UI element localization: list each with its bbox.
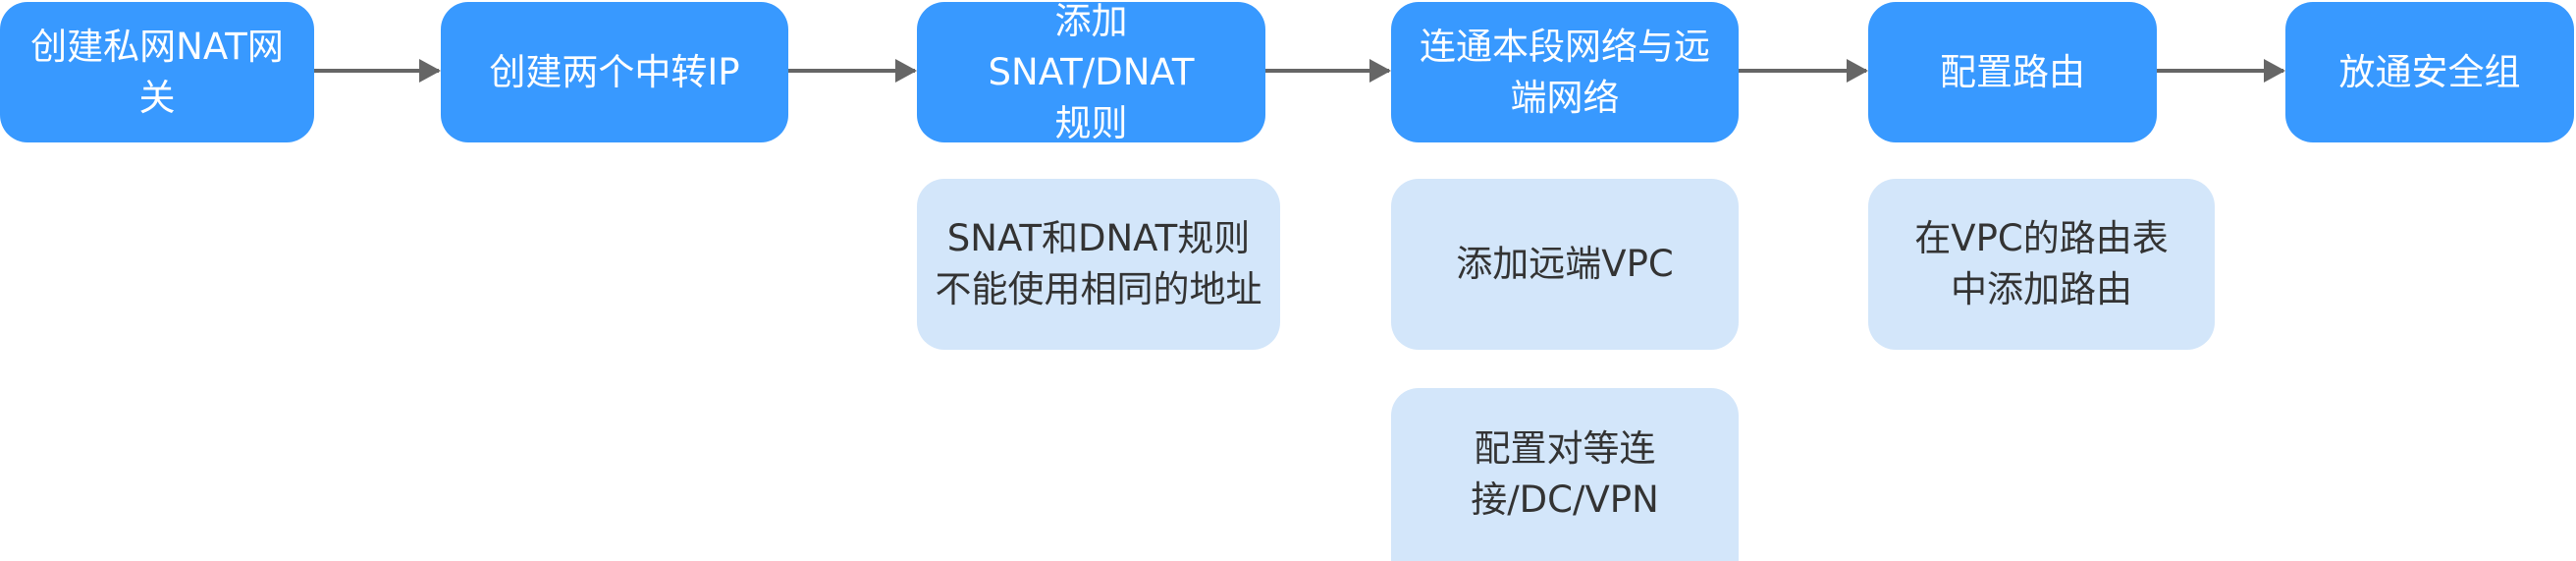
step-label: 连通本段网络与远端网络 <box>1420 25 1710 119</box>
arrow <box>1739 59 1868 83</box>
note-snat-dnat: SNAT和DNAT规则不能使用相同的地址 <box>917 179 1280 350</box>
step-allow-security-group: 放通安全组 <box>2285 2 2574 142</box>
step-label: 创建两个中转IP <box>489 50 740 93</box>
arrow <box>788 59 917 83</box>
note-text: 配置对等连接/DC/VPN <box>1471 427 1659 521</box>
step-connect-networks: 连通本段网络与远端网络 <box>1391 2 1739 142</box>
note-add-remote-vpc: 添加远端VPC <box>1391 179 1739 350</box>
step-label: 配置路由 <box>1940 50 2085 93</box>
step-create-transit-ips: 创建两个中转IP <box>441 2 788 142</box>
note-peering-dc-vpn: 配置对等连接/DC/VPN <box>1391 388 1739 561</box>
arrow <box>1265 59 1391 83</box>
step-label: 创建私网NAT网关 <box>30 25 284 119</box>
note-route-table: 在VPC的路由表中添加路由 <box>1868 179 2215 350</box>
step-create-nat-gateway: 创建私网NAT网关 <box>0 2 314 142</box>
note-text: 在VPC的路由表中添加路由 <box>1914 217 2169 310</box>
step-label: 添加SNAT/DNAT规则 <box>988 0 1195 144</box>
arrow <box>2157 59 2285 83</box>
step-add-snat-dnat-rules: 添加SNAT/DNAT规则 <box>917 0 1265 144</box>
arrow <box>314 59 441 83</box>
step-configure-routes: 配置路由 <box>1868 2 2157 142</box>
note-text: 添加远端VPC <box>1456 243 1674 285</box>
note-text: SNAT和DNAT规则不能使用相同的地址 <box>935 217 1262 310</box>
step-label: 放通安全组 <box>2338 50 2521 93</box>
